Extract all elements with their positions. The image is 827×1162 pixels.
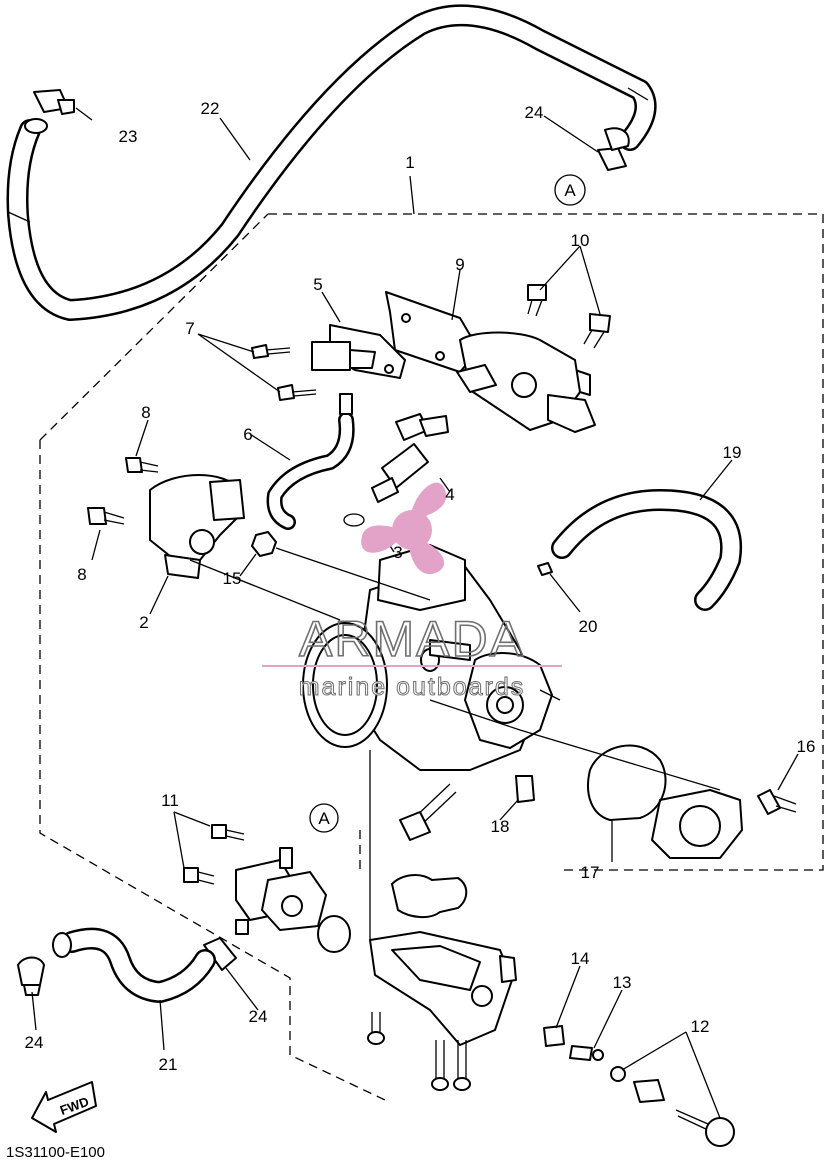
part-label: 5: [313, 275, 322, 294]
part-label: 10: [571, 231, 590, 250]
part-label: 21: [159, 1055, 178, 1074]
part-label: 24: [249, 1007, 268, 1026]
screw-8b: [87, 507, 125, 525]
throttle-position-sensor-2: [149, 474, 245, 579]
screw-8a: [125, 457, 159, 473]
part-label: 22: [201, 99, 220, 118]
part-labels: 1 2 3 4 5 6 7 8 8 9 10 11 12 13 14 15 16…: [25, 99, 816, 1074]
propeller-icon: [361, 482, 447, 575]
screw-lower-c: [453, 1040, 471, 1091]
clip-20: [537, 562, 553, 576]
part-label: 8: [77, 565, 86, 584]
watermark-brand: ARMADA: [299, 611, 525, 667]
screw-long: [399, 783, 457, 841]
part-label: 15: [223, 569, 242, 588]
part-label: 13: [613, 973, 632, 992]
nut-15: [251, 531, 277, 557]
hose-22: [6, 4, 657, 321]
clamp-23: [33, 89, 75, 115]
o-ring: [317, 915, 351, 953]
part-label: 3: [393, 543, 402, 562]
screw-10b: [583, 313, 611, 349]
part-label: 8: [141, 403, 150, 422]
part-label: 11: [161, 791, 179, 810]
part-label: 6: [243, 425, 252, 444]
adjust-set-12: [610, 1066, 735, 1147]
clamp-24-top: [597, 127, 630, 171]
part-label: 20: [579, 617, 598, 636]
part-label: 16: [797, 737, 816, 756]
part-label: 1: [405, 153, 414, 172]
part-label: 4: [445, 485, 454, 504]
part-label: 19: [723, 443, 742, 462]
diagram-code: 1S31100-E100: [6, 1144, 105, 1161]
screw-lower-b: [431, 1040, 449, 1091]
screw-7a: [251, 344, 291, 359]
injector-4: [371, 413, 449, 503]
svg-text:A: A: [318, 809, 330, 828]
callout-a-bottom: A: [309, 803, 339, 833]
part-label: 14: [571, 949, 590, 968]
gasket: [390, 874, 468, 918]
part-label: 23: [119, 127, 138, 146]
svg-text:A: A: [564, 181, 576, 200]
part-label: 17: [581, 863, 600, 882]
watermark-tagline: marine outboards: [299, 673, 526, 701]
fwd-arrow-icon: FWD: [31, 1081, 97, 1133]
hose-21: [52, 927, 216, 1003]
part-label: 18: [491, 817, 510, 836]
lower-bracket: [369, 931, 517, 1046]
screw-16: [757, 789, 797, 815]
screw-11a: [211, 824, 245, 841]
watermark-logo: ARMADA marine outboards: [262, 482, 562, 702]
screw-11b: [183, 867, 215, 885]
callout-a-top: A: [554, 174, 586, 206]
part-label: 9: [455, 255, 464, 274]
spring-14: [543, 1025, 565, 1047]
idle-air-valve: [456, 331, 596, 433]
screw-7b: [277, 384, 317, 401]
hose-6: [266, 393, 355, 530]
screw-lower-a: [367, 1012, 385, 1045]
pin-13: [569, 1045, 604, 1061]
cover: [651, 789, 743, 859]
assembly-outline: [39, 213, 824, 1101]
o-ring-3: [343, 513, 365, 527]
part-label: 2: [139, 613, 148, 632]
part-label: 7: [185, 319, 194, 338]
hose-19: [551, 489, 743, 611]
screw-10a: [527, 284, 547, 317]
leader-lines: [31, 107, 799, 1119]
clamp-24-left: [17, 956, 45, 996]
bracket-11: [235, 847, 327, 935]
gasket-17: [587, 744, 667, 822]
part-label: 12: [691, 1017, 710, 1036]
part-label: 24: [25, 1033, 44, 1052]
part-label: 24: [525, 103, 544, 122]
clamp-24-right: [203, 937, 237, 971]
plug-18: [515, 775, 535, 803]
